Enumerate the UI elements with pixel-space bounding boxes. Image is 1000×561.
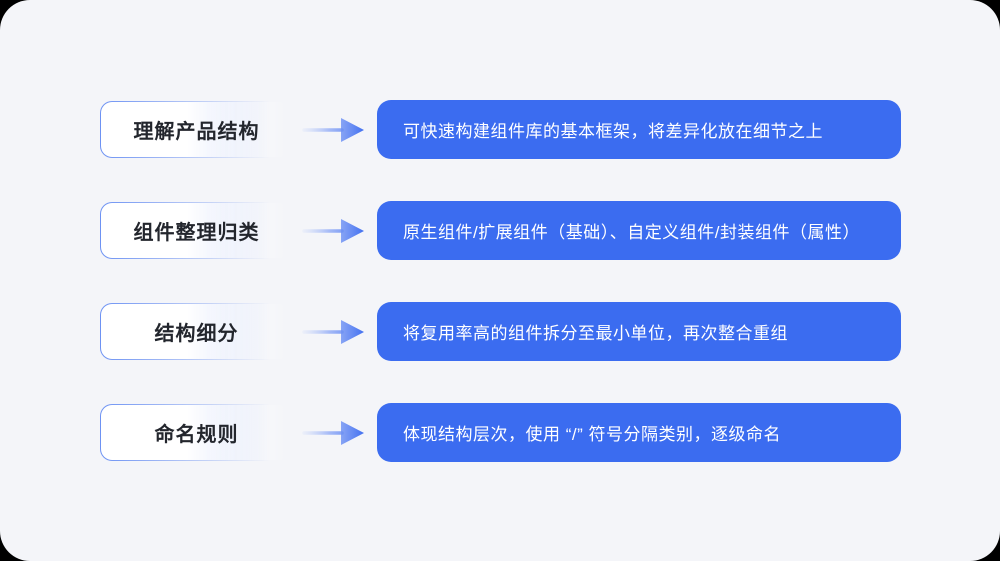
right-arrow-icon	[302, 318, 365, 346]
step-box: 命名规则	[100, 404, 293, 461]
description-box: 原生组件/扩展组件（基础）、自定义组件/封装组件（属性）	[377, 201, 901, 260]
description-box: 体现结构层次，使用 “/” 符号分隔类别，逐级命名	[377, 403, 901, 462]
description-label: 原生组件/扩展组件（基础）、自定义组件/封装组件（属性）	[403, 223, 860, 242]
description-box: 可快速构建组件库的基本框架，将差异化放在细节之上	[377, 100, 901, 159]
description-label: 将复用率高的组件拆分至最小单位，再次整合重组	[403, 324, 788, 343]
right-arrow-icon	[302, 217, 365, 245]
description-label: 可快速构建组件库的基本框架，将差异化放在细节之上	[403, 122, 823, 141]
flow-row: 结构细分 将复用率高的组件拆分至最小单位，再次整合重组	[100, 302, 901, 361]
description-label: 体现结构层次，使用 “/” 符号分隔类别，逐级命名	[403, 425, 781, 444]
right-arrow-icon	[302, 116, 365, 144]
step-box: 理解产品结构	[100, 101, 293, 158]
step-box: 组件整理归类	[100, 202, 293, 259]
right-arrow-icon	[302, 419, 365, 447]
step-box: 结构细分	[100, 303, 293, 360]
flow-row: 命名规则 体现结构层次，使用 “/” 符号分隔类别，逐级命名	[100, 403, 901, 462]
description-box: 将复用率高的组件拆分至最小单位，再次整合重组	[377, 302, 901, 361]
step-label: 组件整理归类	[133, 222, 260, 244]
step-label: 结构细分	[154, 323, 239, 345]
step-label: 理解产品结构	[133, 121, 260, 143]
step-label: 命名规则	[154, 424, 239, 446]
flow-row: 组件整理归类 原生组件/扩展组件（基础）、自定义组件/封装组件（属性）	[100, 201, 901, 260]
flow-row: 理解产品结构 可快速构建组件库的基本框架，将差异化放在细节之上	[100, 100, 901, 159]
